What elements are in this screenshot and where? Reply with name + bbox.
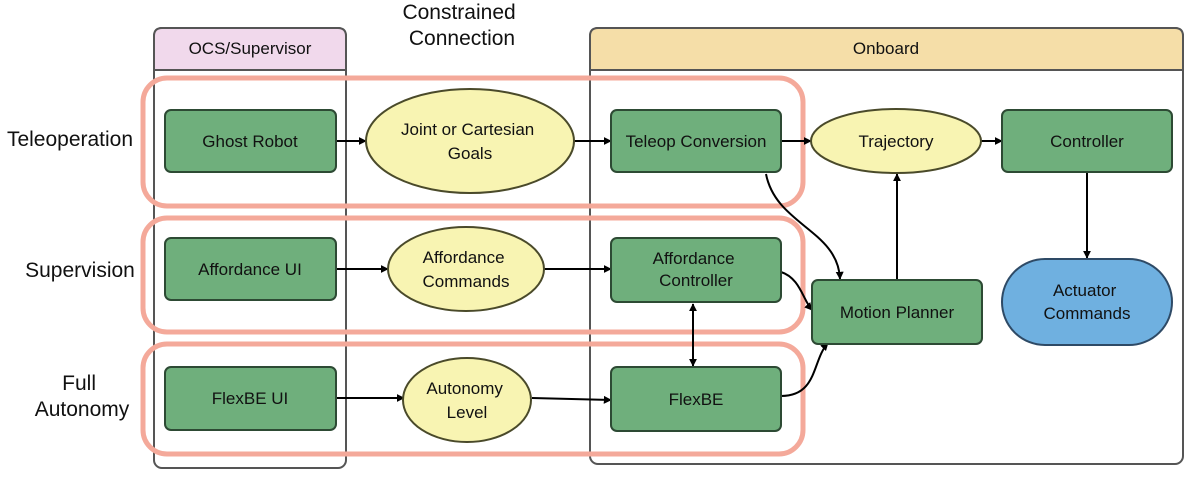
actuator-commands-node: Actuator Commands <box>1001 258 1173 346</box>
edge-flexbe-to-motion-planner <box>780 342 829 397</box>
row-label-full-autonomy: Full Autonomy <box>35 372 130 421</box>
ghost-robot-label: Ghost Robot <box>202 132 298 151</box>
teleop-conversion-label: Teleop Conversion <box>626 132 767 151</box>
trajectory-node: Trajectory <box>810 108 982 174</box>
flexbe-ui-node: FlexBE UI <box>164 366 337 431</box>
controller-node: Controller <box>1001 109 1173 173</box>
ghost-robot-node: Ghost Robot <box>164 109 337 173</box>
supervision-band <box>140 215 806 335</box>
edge-autonomy-to-flexbe <box>531 395 612 404</box>
edge-affordance-controller-to-motion-planner <box>780 271 813 311</box>
motion-planner-label: Motion Planner <box>840 303 955 322</box>
onboard-panel-title: Onboard <box>853 39 919 58</box>
constrained-connection-label: Constrained Connection <box>402 1 521 50</box>
ocs-panel-header <box>153 27 347 71</box>
teleop-conversion-node: Teleop Conversion <box>610 109 782 173</box>
motion-planner-node: Motion Planner <box>811 279 983 345</box>
affordance-controller-label: Affordance Controller <box>653 249 740 290</box>
affordance-controller-node: Affordance Controller <box>610 237 782 303</box>
edge-teleop-to-motion-planner <box>765 173 844 280</box>
flexbe-node: FlexBE <box>610 366 782 432</box>
actuator-commands-label: Actuator Commands <box>1044 281 1131 323</box>
controller-label: Controller <box>1050 132 1124 151</box>
autonomy-level-node: Autonomy Level <box>402 357 532 443</box>
affordance-ui-node: Affordance UI <box>164 237 337 301</box>
full-autonomy-band <box>140 341 806 457</box>
joint-goals-label: Joint or Cartesian Goals <box>401 120 539 163</box>
row-label-teleoperation: Teleoperation <box>7 128 133 151</box>
joint-goals-node: Joint or Cartesian Goals <box>365 88 575 194</box>
edges <box>336 137 1091 404</box>
affordance-ui-label: Affordance UI <box>198 260 302 279</box>
trajectory-label: Trajectory <box>859 132 934 151</box>
onboard-panel-header <box>589 27 1184 71</box>
ocs-panel-title: OCS/Supervisor <box>189 39 312 58</box>
affordance-commands-label: Affordance Commands <box>423 248 510 291</box>
affordance-commands-node: Affordance Commands <box>387 226 545 312</box>
autonomy-level-label: Autonomy Level <box>426 379 507 422</box>
flexbe-ui-label: FlexBE UI <box>212 389 289 408</box>
row-label-supervision: Supervision <box>25 259 135 282</box>
flexbe-label: FlexBE <box>669 390 724 409</box>
